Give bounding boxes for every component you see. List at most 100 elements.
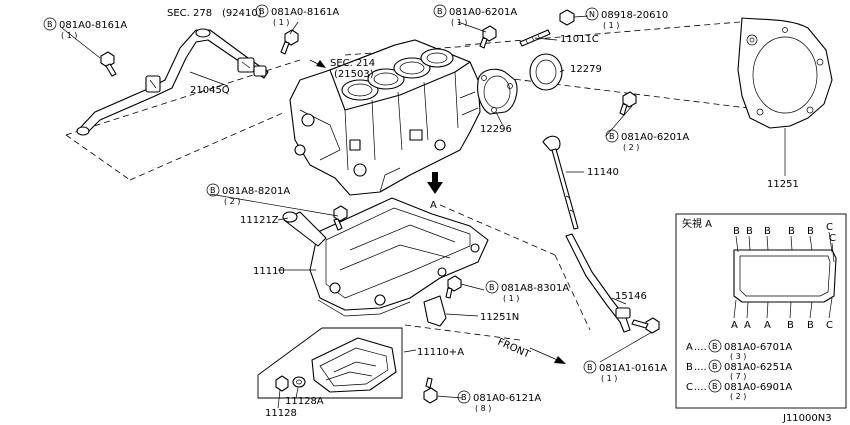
part-label-11011c: 11011C (560, 34, 599, 45)
view-a-top-leaders (735, 231, 835, 263)
section-ref: (21503) (334, 69, 374, 80)
section-name: SEC. 278 (167, 8, 212, 19)
part-label-11110: 11110 (253, 266, 285, 277)
bolt-letter: C (829, 233, 836, 244)
view-a-legend-c: C .... B 081A0-6901A ( 2 ) (686, 379, 792, 401)
section-name: SEC. 214 (330, 58, 375, 69)
view-a-legend-a: A .... B 081A0-6701A ( 3 ) (686, 339, 792, 361)
marker-b: B (712, 362, 718, 371)
svg-text:....: .... (694, 342, 707, 353)
legend-qty: ( 3 ) (730, 352, 746, 361)
callout-qty: ( 8 ) (475, 404, 491, 413)
bolt-b7 (445, 275, 462, 299)
callout-c8: B 081A1-0161A ( 1 ) (583, 360, 667, 383)
nut-n (559, 9, 575, 26)
legend-qty: ( 7 ) (730, 372, 746, 381)
washer-11128a (292, 376, 306, 388)
dipstick-guide-15146 (565, 233, 631, 333)
diagram-id: J11000N3 (782, 413, 832, 424)
part-label-11251: 11251 (767, 179, 799, 190)
callout-code: 081A0-8161A (59, 20, 127, 31)
part-label-11128a: 11128A (285, 396, 324, 407)
legend-qty: ( 2 ) (730, 392, 746, 401)
callout-code: 081A0-6121A (473, 393, 541, 404)
section-ref: (92410) (222, 8, 262, 19)
lower-pan-box (257, 327, 403, 399)
callout-c7: B 081A8-8301A ( 1 ) (485, 280, 569, 303)
legend-code: 081A0-6701A (724, 342, 792, 353)
marker-b: B (587, 363, 593, 372)
section-ref-278: SEC. 278 (92410) (167, 8, 262, 19)
cylinder-block (289, 39, 481, 196)
section-ref-214: SEC. 214 (21503) (330, 58, 375, 80)
view-a-bottom-letters: A A A B B C (731, 320, 833, 331)
part-labels: 21045Q 11011C 12279 12296 11140 11251 11… (190, 34, 799, 419)
bolt-letter: A (764, 320, 771, 331)
callout-qty: ( 1 ) (603, 21, 619, 30)
bolt-b3 (479, 25, 497, 49)
part-label-21045q: 21045Q (190, 85, 230, 96)
bolt-letter: C (826, 320, 833, 331)
view-a-inset: 矢視 A B B B B B C C A A A B B C (675, 213, 847, 409)
marker-b: B (210, 186, 216, 195)
callout-code: 081A1-0161A (599, 363, 667, 374)
part-label-12296: 12296 (480, 124, 512, 135)
drain-plug-11128 (275, 375, 289, 392)
part-label-11121z: 11121Z (240, 215, 279, 226)
part-label-12279: 12279 (570, 64, 602, 75)
callout-c1: B 081A0-8161A ( 1 ) (43, 17, 127, 40)
part-label-11110a: 11110+A (417, 347, 464, 358)
marker-b: B (609, 132, 615, 141)
svg-text:....: .... (694, 382, 707, 393)
view-a-bottom-leaders (733, 297, 833, 319)
front-label: FRONT (496, 337, 532, 361)
bolt-b6 (333, 205, 348, 231)
view-a-top-letters: B B B B B C C (733, 222, 836, 244)
bolt-letter: B (733, 226, 740, 237)
callout-qty: ( 2 ) (623, 143, 639, 152)
view-a-title: 矢視 A (682, 217, 712, 230)
bolt-letter: B (764, 226, 771, 237)
view-a-arrow-letter: A (430, 200, 437, 211)
seal-12279 (529, 53, 563, 91)
part-label-15146: 15146 (615, 291, 647, 302)
bolt-b9 (423, 377, 438, 404)
part-label-11128: 11128 (265, 408, 297, 419)
bolt-b2 (280, 29, 299, 55)
baffle-11251n (423, 295, 447, 327)
callout-qty: ( 1 ) (601, 374, 617, 383)
oil-pan-upper-11110 (309, 197, 489, 317)
bolt-letter: C (826, 222, 833, 233)
callout-qty: ( 1 ) (273, 18, 289, 27)
view-a-legend-b: B .... B 081A0-6251A ( 7 ) (686, 359, 792, 381)
legend-code: 081A0-6251A (724, 362, 792, 373)
marker-b: B (489, 283, 495, 292)
svg-text:....: .... (694, 362, 707, 373)
legend-key: B (686, 362, 693, 373)
callout-c5: B 081A0-6201A ( 2 ) (605, 129, 689, 152)
bolt-letter: B (787, 320, 794, 331)
tube-21045q (76, 28, 269, 136)
bolt-letter: A (731, 320, 738, 331)
bolt-letter: B (807, 320, 814, 331)
callout-code: 081A8-8301A (501, 283, 569, 294)
bolt-letter: B (807, 226, 814, 237)
part-label-11140: 11140 (587, 167, 619, 178)
callout-c3: B 081A0-6201A ( 1 ) (433, 4, 517, 27)
callout-qty: ( 2 ) (224, 197, 240, 206)
callout-qty: ( 1 ) (451, 18, 467, 27)
callout-code: 08918-20610 (601, 10, 668, 21)
callout-code: 081A0-6201A (621, 132, 689, 143)
bolt-letter: B (788, 226, 795, 237)
callout-c6: B 081A8-8201A ( 2 ) (206, 183, 290, 206)
callout-code: 081A0-6201A (449, 7, 517, 18)
rear-oil-seal-retainer (477, 68, 518, 115)
callout-qty: ( 1 ) (61, 31, 77, 40)
callout-c2: B 081A0-8161A ( 1 ) (255, 4, 339, 27)
sec214-arrow (309, 59, 326, 68)
legend-key: A (686, 342, 693, 353)
marker-b: B (47, 20, 53, 29)
marker-n: N (589, 10, 595, 19)
callout-code: 081A0-8161A (271, 7, 339, 18)
